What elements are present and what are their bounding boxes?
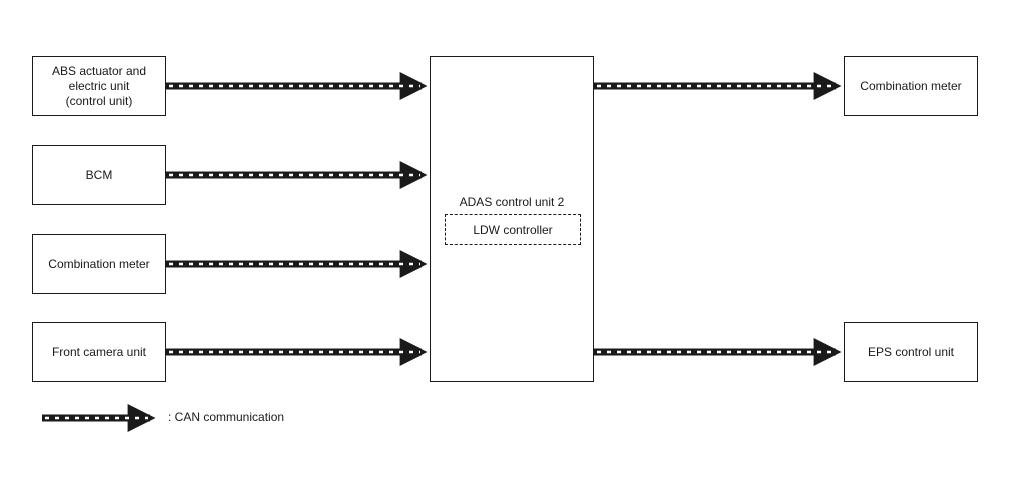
input-box-combination-meter: Combination meter bbox=[32, 234, 166, 294]
input-box-bcm: BCM bbox=[32, 145, 166, 205]
input-label-combination-meter: Combination meter bbox=[48, 256, 150, 271]
input-label-bcm: BCM bbox=[85, 167, 113, 182]
adas-control-unit-box: ADAS control unit 2 LDW controller bbox=[430, 56, 594, 382]
ldw-controller-box: LDW controller bbox=[445, 214, 581, 245]
output-box-combination-meter: Combination meter bbox=[844, 56, 978, 116]
input-box-abs-actuator: ABS actuator and electric unit (control … bbox=[32, 56, 166, 116]
output-box-eps-control-unit: EPS control unit bbox=[844, 322, 978, 382]
output-label-eps-control-unit: EPS control unit bbox=[867, 344, 955, 359]
input-label-front-camera: Front camera unit bbox=[51, 344, 147, 359]
output-label-combination-meter: Combination meter bbox=[860, 78, 962, 93]
ldw-controller-label: LDW controller bbox=[473, 222, 553, 237]
legend-text: : CAN communication bbox=[168, 410, 285, 424]
input-box-front-camera: Front camera unit bbox=[32, 322, 166, 382]
input-label-abs-actuator: ABS actuator and electric unit (control … bbox=[51, 63, 147, 108]
adas-control-unit-title: ADAS control unit 2 bbox=[459, 195, 565, 209]
